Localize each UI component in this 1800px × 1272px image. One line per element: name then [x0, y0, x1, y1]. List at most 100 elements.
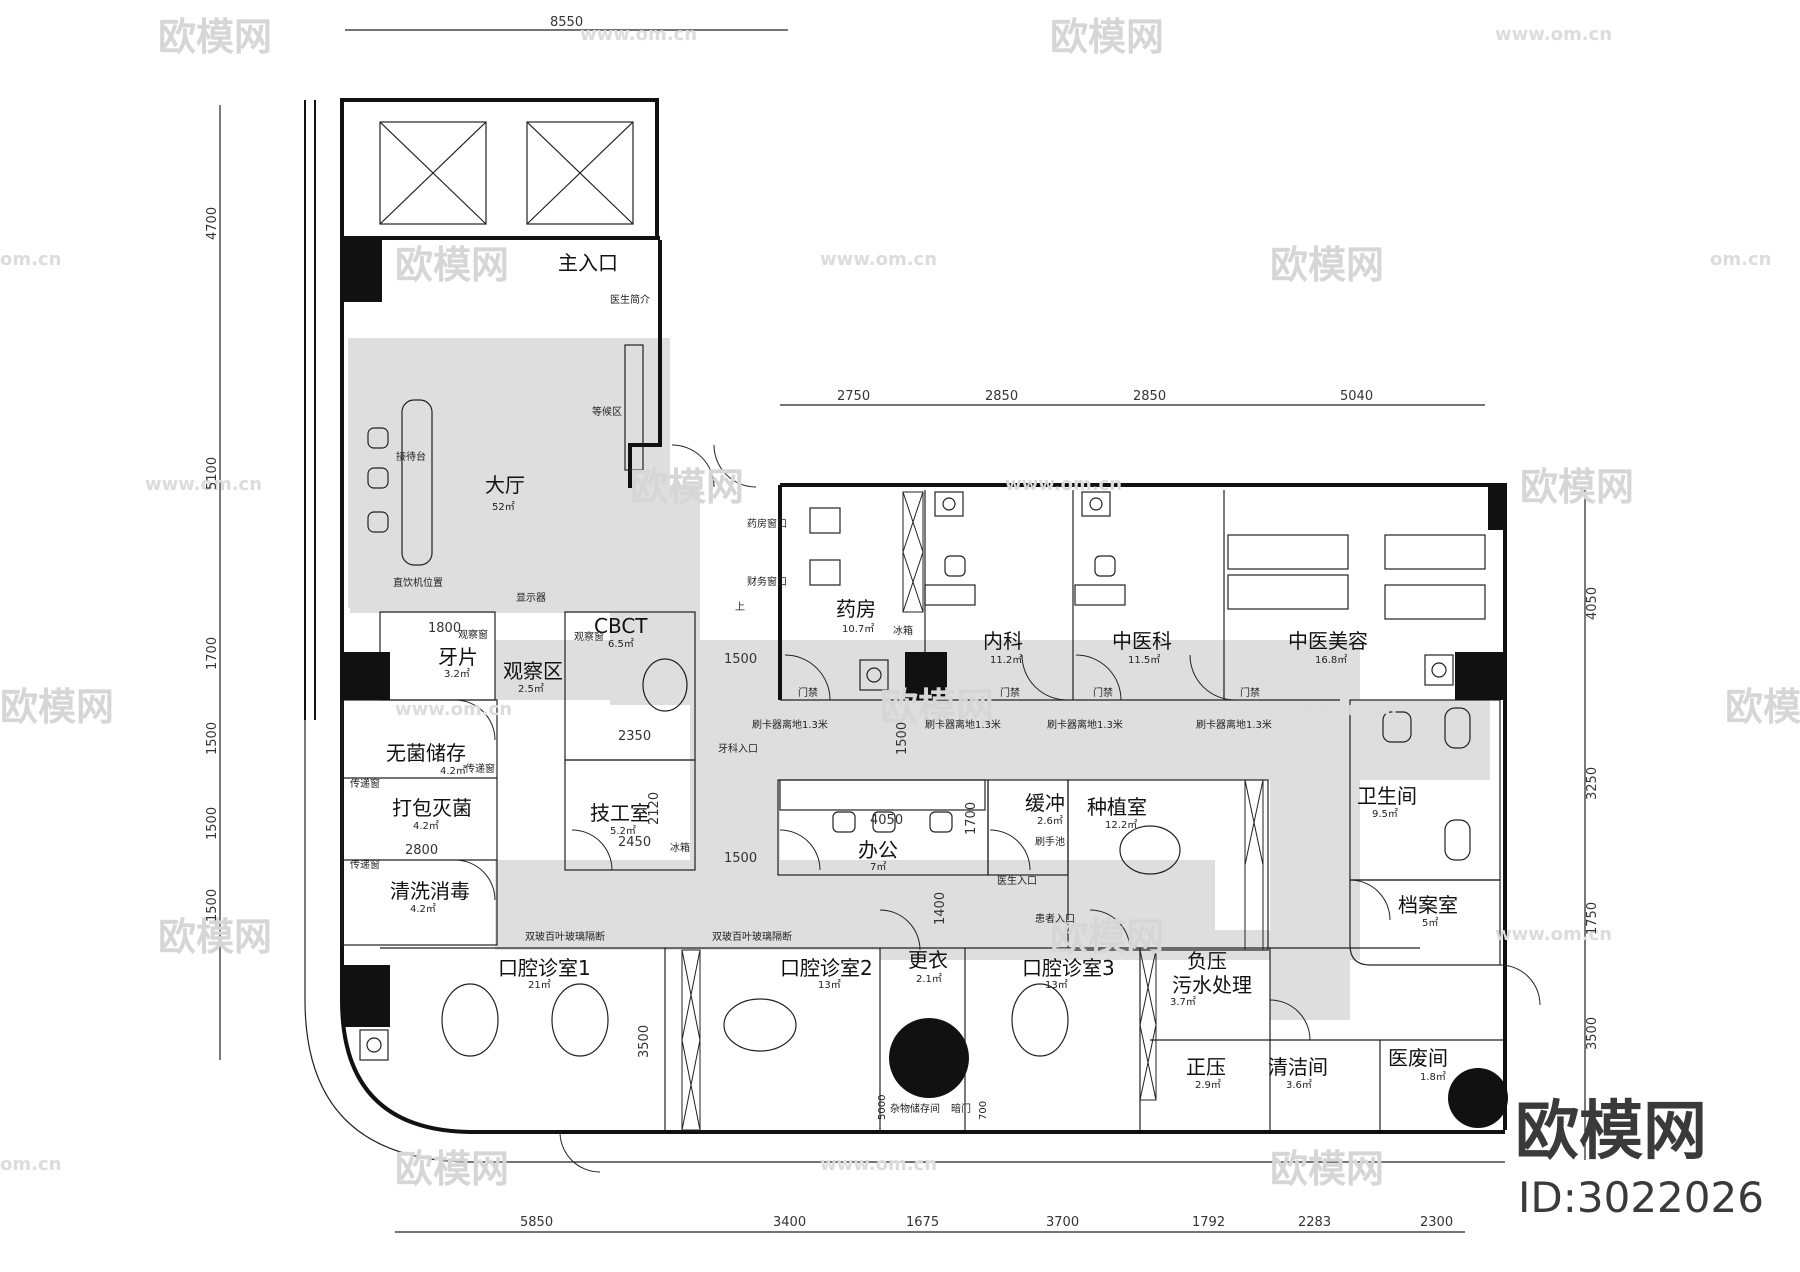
note-dental-entrance: 牙科入口: [718, 742, 758, 755]
watermark-brand: 欧模网: [395, 1147, 509, 1191]
label-sewage-2: 污水处理: [1172, 973, 1252, 997]
label-waste: 医废间: [1388, 1046, 1448, 1070]
label-positive: 正压: [1186, 1055, 1226, 1079]
watermark-url: www.om.cn: [145, 474, 262, 495]
note-card3: 刷卡器离地1.3米: [1047, 718, 1123, 731]
label-change: 更衣: [908, 948, 948, 972]
dim-left-4: 1500: [205, 722, 220, 755]
dim-right-1: 4050: [1585, 587, 1600, 620]
label-cbct: CBCT: [594, 614, 648, 638]
dim-upper-1: 2750: [837, 389, 870, 404]
watermark-url-fragment: om.cn: [0, 249, 61, 270]
dim-bottom-4: 3700: [1046, 1215, 1079, 1230]
dim-inner-1400: 1400: [933, 892, 948, 925]
note-fridge2: 冰箱: [670, 841, 690, 854]
watermark-url: www.om.cn: [395, 699, 512, 720]
dim-upper-3: 2850: [1133, 389, 1166, 404]
dim-left-2: 5100: [205, 457, 220, 490]
note-dark-door: 暗门: [951, 1102, 971, 1115]
dim-left-5: 1500: [205, 807, 220, 840]
note-hand-wash: 刷手池: [1035, 835, 1065, 848]
dim-upper-4: 5040: [1340, 389, 1373, 404]
dim-inner-lab: 2450: [618, 835, 651, 850]
watermark-url-fragment: om.cn: [0, 1154, 61, 1175]
watermark-url: www.om.cn: [585, 924, 702, 945]
dim-bottom-7: 2300: [1420, 1215, 1453, 1230]
area-sterile: 4.2㎡: [440, 765, 466, 777]
dim-left-6: 1500: [205, 889, 220, 922]
note-water: 直饮机位置: [393, 576, 443, 589]
watermark-brand: 欧模网: [1050, 915, 1164, 959]
dim-inner-lab-v: 2120: [647, 792, 662, 825]
label-oral3: 口腔诊室3: [1022, 956, 1115, 980]
dim-inner-corridor: 1500: [724, 652, 757, 667]
label-tcm-beauty: 中医美容: [1288, 629, 1368, 653]
watermark-brand: 欧模网: [630, 465, 744, 509]
watermark-brand: 欧模网: [1270, 1147, 1384, 1191]
watermark-url: www.om.cn: [1495, 24, 1612, 45]
watermark-brand: 欧模网: [395, 243, 509, 287]
label-sterile: 无菌储存: [386, 741, 466, 765]
note-access1: 门禁: [798, 686, 818, 699]
label-wash: 清洗消毒: [390, 879, 470, 903]
dim-bottom-2: 3400: [773, 1215, 806, 1230]
label-pharmacy: 药房: [836, 597, 876, 621]
dim-inner-corridor2: 1500: [724, 851, 757, 866]
doors: [454, 444, 1541, 1173]
dim-right-4: 3500: [1585, 1017, 1600, 1050]
note-card1: 刷卡器离地1.3米: [752, 718, 828, 731]
dim-inner-office: 4050: [870, 813, 903, 828]
watermark-brand: 欧模网: [880, 685, 994, 729]
area-wash: 4.2㎡: [410, 903, 436, 915]
watermark-url: www.om.cn: [820, 249, 937, 270]
note-access4: 门禁: [1240, 686, 1260, 699]
dim-inner-col-v: 1500: [895, 722, 910, 755]
label-sewage-1: 负压: [1187, 949, 1227, 973]
area-oral2: 13㎡: [818, 979, 841, 991]
area-oral1: 21㎡: [528, 979, 551, 991]
note-pass3: 传递窗: [350, 858, 380, 871]
area-pharmacy: 10.7㎡: [842, 623, 874, 635]
dim-inner-pack: 2800: [405, 843, 438, 858]
dimension-lines: [219, 29, 1586, 1233]
dim-bottom-1: 5850: [520, 1215, 553, 1230]
watermark-brand: 欧模网: [1520, 465, 1634, 509]
area-waste: 1.8㎡: [1420, 1071, 1446, 1083]
watermark-brand: 欧模网: [1270, 243, 1384, 287]
label-hall: 大厅: [485, 473, 525, 497]
area-tcm: 11.5㎡: [1128, 654, 1160, 666]
label-pack: 打包灭菌: [392, 796, 472, 820]
area-office: 7㎡: [870, 861, 886, 873]
area-change: 2.1㎡: [916, 973, 942, 985]
dim-bottom-3: 1675: [906, 1215, 939, 1230]
dim-inner-oral1-v: 3500: [637, 1025, 652, 1058]
dim-inner-cbct: 2350: [618, 729, 651, 744]
label-tcm: 中医科: [1112, 629, 1172, 653]
area-cleaning: 3.6㎡: [1286, 1079, 1312, 1091]
room-labels: 主入口 大厅 52㎡ 药房 10.7㎡ 内科 11.2㎡ 中医科 11.5㎡ 中…: [386, 251, 1458, 1091]
label-xray: 牙片: [438, 645, 478, 669]
note-dim-5000: 5000: [877, 1095, 888, 1120]
watermark-brand: 欧模网: [158, 15, 272, 59]
watermark-url: www.om.cn: [1280, 699, 1397, 720]
note-card2: 刷卡器离地1.3米: [925, 718, 1001, 731]
note-access2: 门禁: [1000, 686, 1020, 699]
elevator-shaft: [340, 98, 659, 240]
floor-fill: [348, 338, 1490, 1020]
note-display: 显示器: [516, 592, 546, 604]
note-waiting: 等候区: [592, 405, 622, 418]
note-observe-window2: 观察窗: [574, 630, 604, 643]
watermark-brand-fragment: 欧模网: [1725, 685, 1800, 729]
area-implant: 12.2㎡: [1105, 819, 1137, 831]
area-archive: 5㎡: [1422, 917, 1438, 929]
note-glass1: 双玻百叶玻璃隔断: [525, 930, 605, 943]
label-implant: 种植室: [1087, 795, 1147, 819]
dim-upper-2: 2850: [985, 389, 1018, 404]
dim-inner-xray: 1800: [428, 621, 461, 636]
note-reception: 接待台: [396, 450, 426, 463]
furniture: [359, 344, 1486, 1061]
area-hall: 52㎡: [492, 501, 515, 513]
note-card4: 刷卡器离地1.3米: [1196, 718, 1272, 731]
area-lab: 5.2㎡: [610, 825, 636, 837]
area-xray: 3.2㎡: [444, 668, 470, 680]
